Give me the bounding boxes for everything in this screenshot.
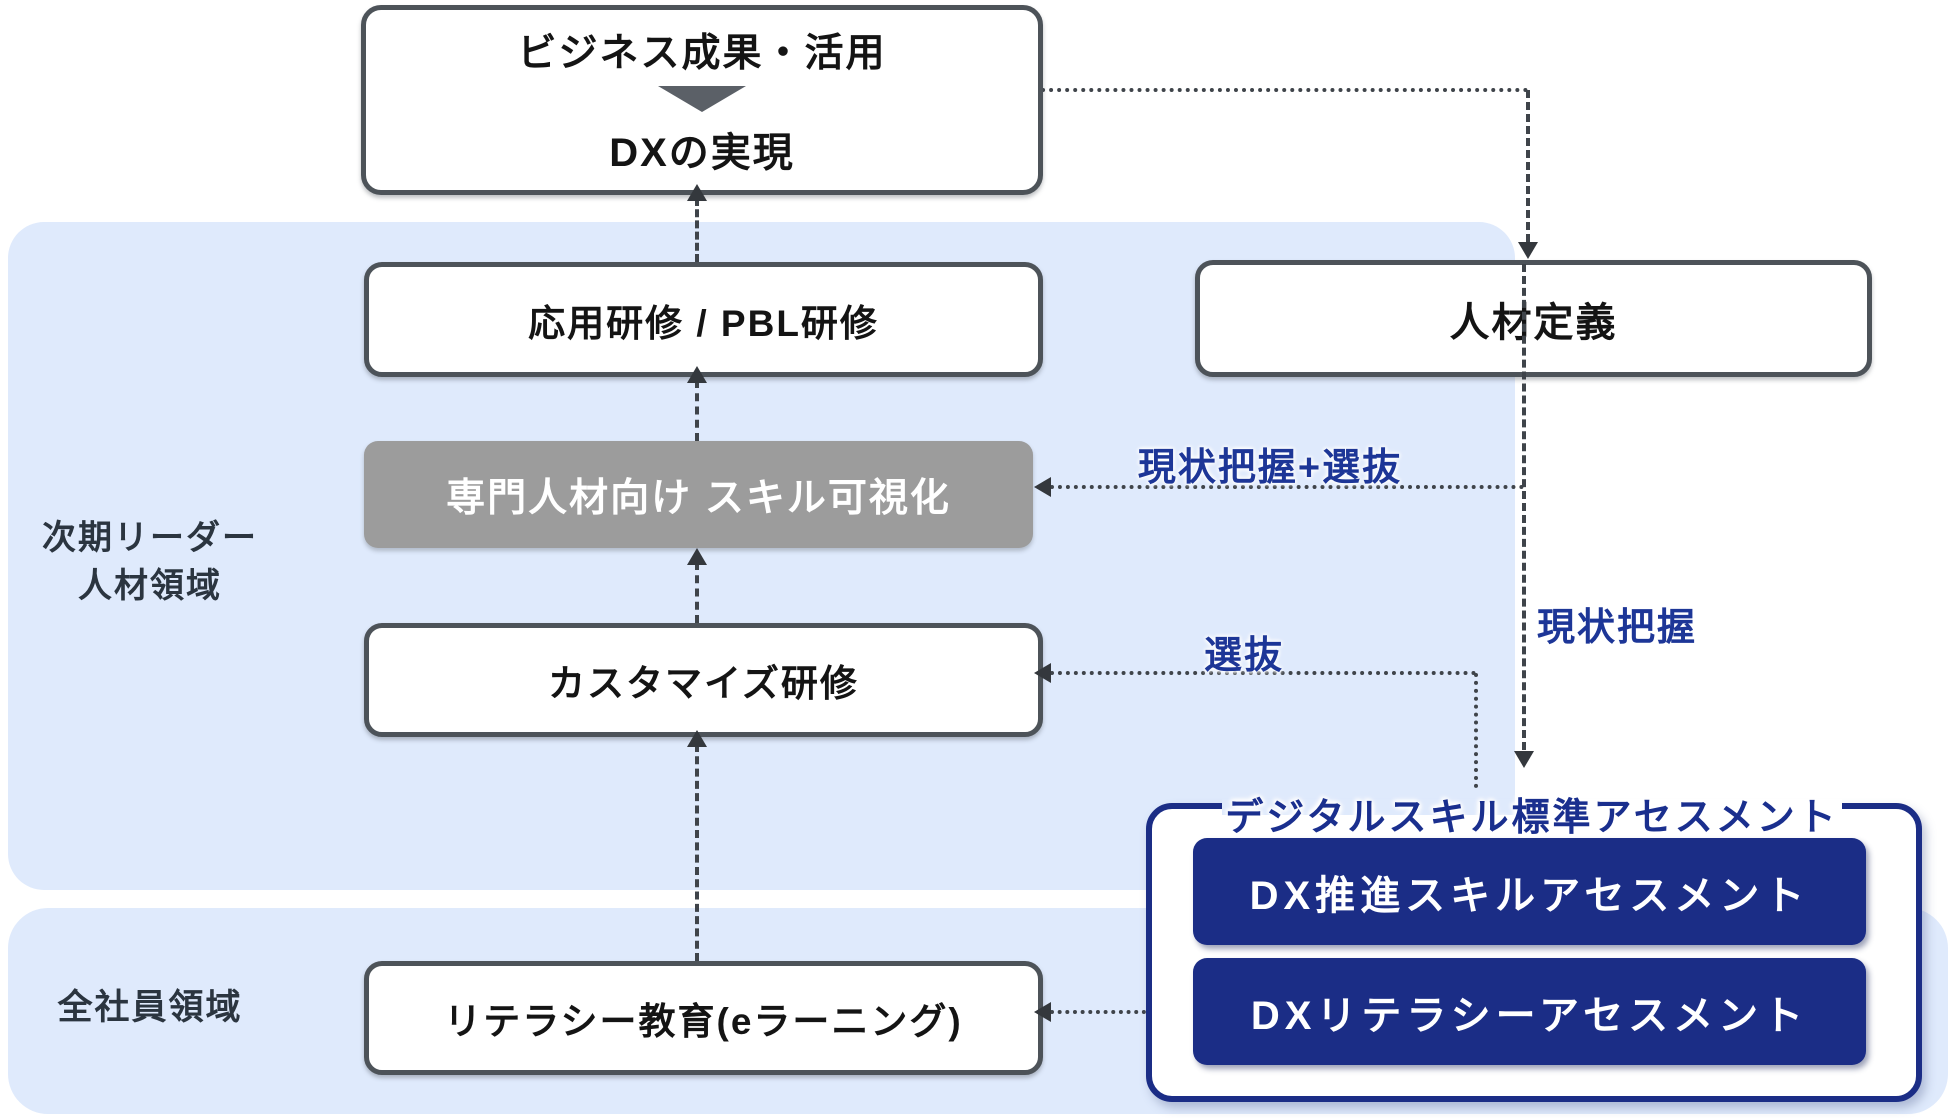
arrowhead-up-to-skillviz [687,548,707,565]
line-topbox-to-talentdef-horizontal [1033,88,1528,92]
label-all-employees-area: 全社員領域 [57,988,243,1027]
flow-label-select: 選抜 [1203,635,1284,677]
box-dx-literacy-assessment: DXリテラシーアセスメント [1193,958,1866,1065]
line-literacy-to-customized [695,744,699,961]
arrowhead-into-skill-visualization [1034,477,1051,497]
box-talent-definition: 人材定義 [1195,260,1872,377]
line-applied-to-topbox [695,198,699,262]
label-next-leader-area: 次期リーダー 人材領域 [18,514,282,610]
flow-label-grasp: 現状把握 [1537,607,1698,649]
line-customized-to-skillviz [695,562,699,623]
arrowhead-into-talent-definition [1518,242,1538,259]
arrowhead-up-to-topbox [687,184,707,201]
box-business-outcome: ビジネス成果・活用 DXの実現 [361,5,1043,195]
line-skillviz-to-applied [695,380,699,441]
box-skill-visualization: 専門人材向け スキル可視化 [364,441,1033,548]
assessment-title: デジタルスキル標準アセスメント [1225,797,1839,839]
line-topbox-to-talentdef-vertical [1526,90,1530,242]
business-outcome-line2: DXの実現 [609,131,795,175]
arrowhead-grasp-down [1514,751,1534,768]
label-next-leader-line1: 次期リーダー [42,519,258,557]
arrowhead-into-literacy-education [1034,1002,1051,1022]
arrowhead-into-customized-training [1034,663,1051,683]
label-next-leader-line2: 人材領域 [78,567,222,605]
arrowhead-up-to-applied [687,366,707,383]
arrowhead-up-to-customized [687,730,707,747]
business-outcome-line1: ビジネス成果・活用 [517,32,887,75]
line-select-horizontal [1050,671,1476,675]
down-triangle-icon [658,86,746,112]
line-grasp-vertical [1522,264,1526,750]
line-assessment-to-literacy [1050,1010,1146,1014]
box-literacy-education: リテラシー教育(eラーニング) [364,961,1043,1075]
box-applied-training: 応用研修 / PBL研修 [364,262,1043,377]
assessment-title-border-gap [1222,799,1842,815]
box-dx-promotion-assessment: DX推進スキルアセスメント [1193,838,1866,945]
line-grasp-select-horizontal [1050,485,1524,489]
flow-label-grasp-plus-select: 現状把握+選抜 [1137,447,1403,489]
line-select-vertical [1474,673,1478,788]
box-customized-training: カスタマイズ研修 [364,623,1043,737]
